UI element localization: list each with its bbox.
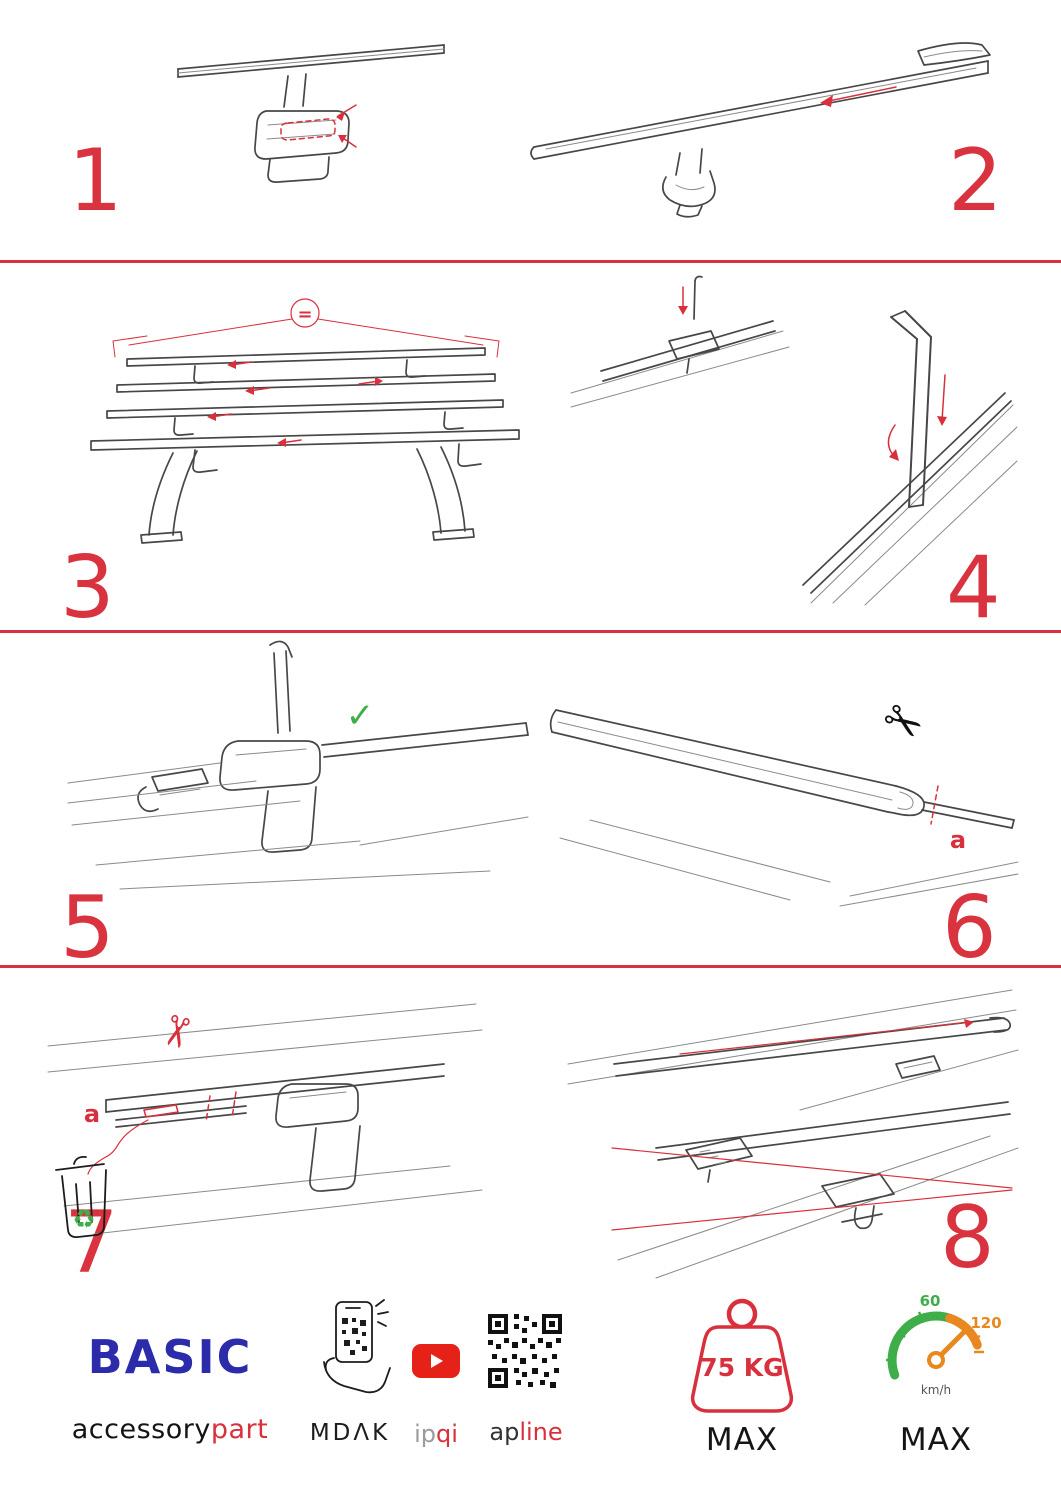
apline-red: line <box>519 1418 563 1446</box>
cut-part-label: a <box>84 1100 100 1128</box>
step-3-illustration: = <box>90 298 520 544</box>
speed-unit-label: km/h <box>921 1383 951 1397</box>
step-1-illustration <box>177 44 445 183</box>
step-1-number: 1 <box>68 131 123 231</box>
step-7-illustration: ✂ a ♻ <box>47 1003 483 1239</box>
scissors-icon: ✂ <box>872 689 935 755</box>
step-4-number: 4 <box>946 538 1001 638</box>
separator-3 <box>0 965 1061 968</box>
max-weight-icon: 75 KG <box>690 1298 794 1413</box>
step-5-number: 5 <box>60 878 115 978</box>
ipqi-logo: ipqi <box>398 1420 474 1448</box>
step-8-illustration <box>567 989 1019 1279</box>
step-4-illustration <box>570 275 1018 606</box>
apline-logo: apline <box>478 1418 574 1446</box>
ipqi-gray: ip <box>414 1420 436 1448</box>
step-2-illustration <box>530 42 991 218</box>
phone-qr-scan-icon <box>323 1299 391 1394</box>
weight-max-label: MAX <box>705 1422 779 1458</box>
youtube-icon <box>412 1344 460 1378</box>
separator-1 <box>0 260 1061 263</box>
equal-spacing-label: = <box>297 304 312 325</box>
recycle-icon: ♻ <box>72 1205 95 1235</box>
separator-2 <box>0 630 1061 633</box>
cut-part-label: a <box>950 826 966 854</box>
check-icon: ✓ <box>346 696 375 736</box>
step-8-number: 8 <box>940 1188 995 1288</box>
qr-code-icon <box>488 1314 562 1388</box>
speed-120-label: 120 <box>970 1314 1001 1332</box>
step-6-number: 6 <box>942 878 997 978</box>
ipqi-red: qi <box>436 1420 458 1448</box>
scissors-icon: ✂ <box>148 1008 204 1055</box>
mdak-logo: MDΛK <box>309 1420 391 1446</box>
step-2-number: 2 <box>948 131 1003 231</box>
speed-60-label: 60 <box>920 1292 941 1310</box>
step-3-number: 3 <box>60 538 115 638</box>
speedometer-icon: 60 120 km/h <box>886 1292 1002 1397</box>
brand-logo: BASIC <box>87 1330 253 1384</box>
brand-subtitle-black: accessory <box>71 1414 211 1445</box>
apline-dark: ap <box>489 1418 520 1446</box>
brand-subtitle-red: part <box>210 1414 269 1445</box>
speed-max-label: MAX <box>899 1422 973 1458</box>
step-6-illustration: ✂ a <box>549 689 1019 907</box>
trash-can-icon <box>55 1155 107 1239</box>
brand-subtitle: accessorypart <box>38 1414 302 1445</box>
step-5-illustration: ✓ <box>67 640 529 890</box>
weight-value-label: 75 KG <box>700 1353 783 1382</box>
